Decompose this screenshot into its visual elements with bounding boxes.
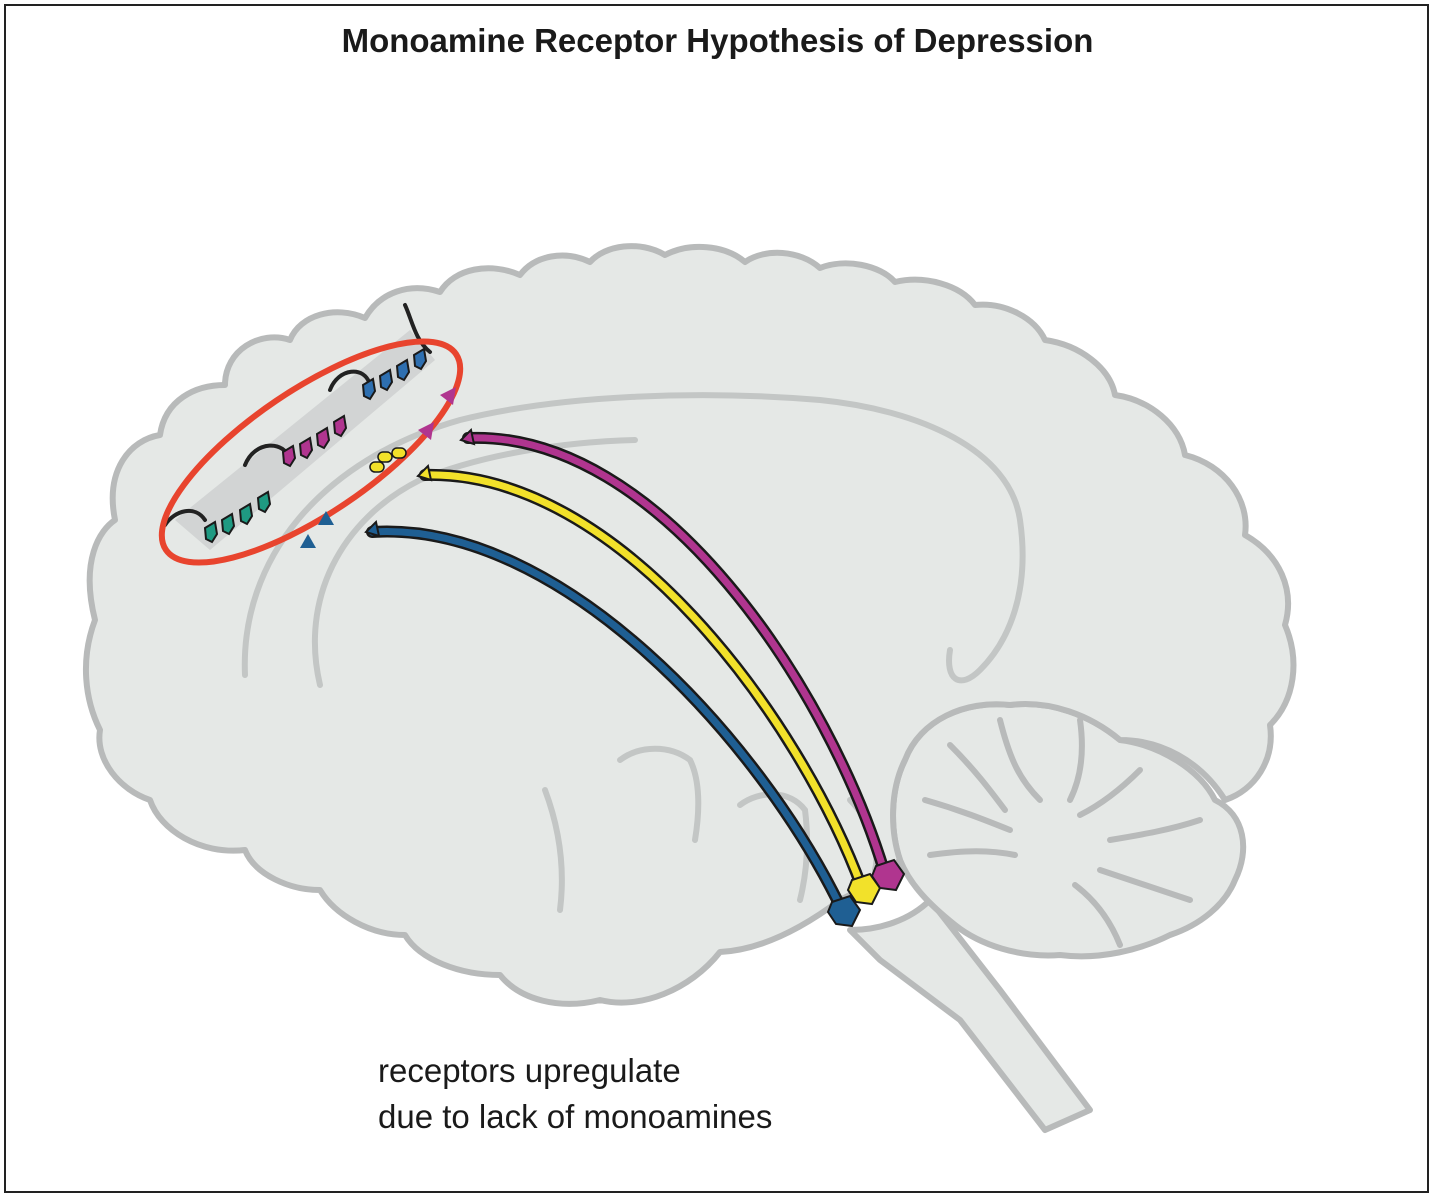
dopamine-pathway — [459, 427, 906, 892]
norepinephrine-pathway — [364, 519, 862, 928]
serotonin-pathway — [416, 463, 882, 906]
receptor-cluster-blue — [361, 347, 428, 401]
receptor-cluster-teal — [203, 490, 272, 544]
serotonin-molecules — [369, 447, 407, 473]
caption-line-1: receptors upregulate — [378, 1052, 681, 1089]
caption: receptors upregulate due to lack of mono… — [378, 1048, 772, 1140]
cerebrum — [83, 243, 1297, 1007]
caption-line-2: due to lack of monoamines — [378, 1098, 773, 1135]
norepinephrine-molecules — [300, 511, 334, 548]
upregulated-receptors-highlight — [158, 338, 464, 566]
receptor-cluster-purple — [281, 414, 348, 468]
cerebellum-folds — [922, 717, 1203, 948]
figure-title: Monoamine Receptor Hypothesis of Depress… — [341, 22, 1094, 59]
dopamine-molecules — [418, 387, 456, 440]
brainstem — [847, 897, 1093, 1133]
